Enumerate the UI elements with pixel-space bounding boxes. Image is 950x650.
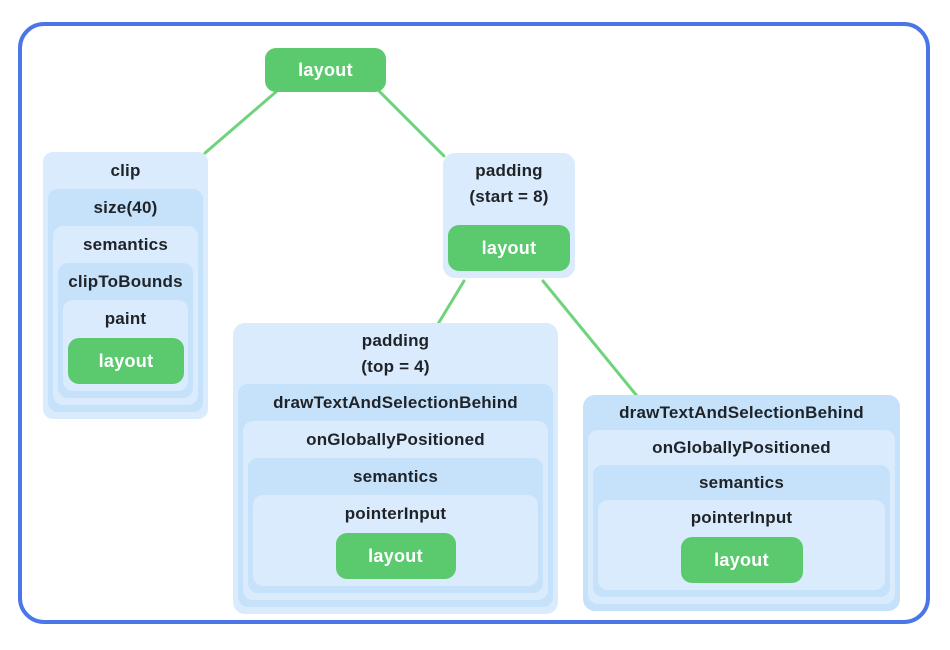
clip-modifier-chain: clip size(40) semantics clipToBounds pai… xyxy=(43,152,208,419)
padding-top-modifier-chain: padding (top = 4) drawTextAndSelectionBe… xyxy=(233,323,558,614)
modifier-label: pointerInput xyxy=(690,508,793,527)
modifier-label: pointerInput xyxy=(344,504,447,523)
edge-root-to-clip xyxy=(203,89,279,155)
modifier-label: clipToBounds xyxy=(68,272,183,291)
modifier-box-cliptobounds: clipToBounds paint layout xyxy=(58,263,193,398)
modifier-box-pointerinput: pointerInput layout xyxy=(253,495,538,586)
modifier-label-line2: (top = 4) xyxy=(361,357,430,376)
modifier-label: drawTextAndSelectionBehind xyxy=(619,403,864,422)
modifier-label-line2: (start = 8) xyxy=(469,187,549,206)
modifier-box-size: size(40) semantics clipToBounds paint la… xyxy=(48,189,203,412)
modifier-label: padding (top = 4) xyxy=(238,323,553,384)
modifier-label: clip xyxy=(110,161,141,180)
padding-start-modifier-chain: padding (start = 8) layout xyxy=(443,153,575,278)
edge-padding-start-to-padding-top xyxy=(436,279,466,326)
modifier-label: onGloballyPositioned xyxy=(306,430,485,449)
modifier-box-drawtext: drawTextAndSelectionBehind onGloballyPos… xyxy=(238,384,553,607)
edge-padding-start-to-drawtext xyxy=(541,279,639,398)
layout-leaf-node: layout xyxy=(68,338,184,384)
modifier-box-paint: paint layout xyxy=(63,300,188,391)
modifier-box-semantics: semantics pointerInput layout xyxy=(248,458,543,593)
modifier-label: onGloballyPositioned xyxy=(652,438,831,457)
modifier-box-semantics: semantics pointerInput layout xyxy=(593,465,890,597)
layout-leaf-node: layout xyxy=(448,225,570,271)
modifier-label-line1: padding xyxy=(361,331,430,350)
modifier-box-clip: clip size(40) semantics clipToBounds pai… xyxy=(43,152,208,419)
root-layout-node: layout xyxy=(265,48,386,92)
modifier-box-pointerinput: pointerInput layout xyxy=(598,500,885,590)
layout-leaf-node: layout xyxy=(680,537,803,583)
modifier-label-line1: padding xyxy=(475,161,543,180)
modifier-label: drawTextAndSelectionBehind xyxy=(273,393,518,412)
modifier-box-ongloballypositioned: onGloballyPositioned semantics pointerIn… xyxy=(588,430,895,604)
modifier-label: padding (start = 8) xyxy=(448,153,570,214)
modifier-label: semantics xyxy=(83,235,168,254)
modifier-label: semantics xyxy=(699,473,784,492)
layout-leaf-node: layout xyxy=(335,533,456,579)
modifier-label: semantics xyxy=(353,467,438,486)
modifier-label: size(40) xyxy=(93,198,158,217)
modifier-label: paint xyxy=(104,309,147,328)
modifier-box-ongloballypositioned: onGloballyPositioned semantics pointerIn… xyxy=(243,421,548,600)
drawtext-modifier-chain: drawTextAndSelectionBehind onGloballyPos… xyxy=(583,395,900,611)
edge-root-to-padding-start xyxy=(377,89,446,158)
modifier-box-semantics: semantics clipToBounds paint layout xyxy=(53,226,198,405)
